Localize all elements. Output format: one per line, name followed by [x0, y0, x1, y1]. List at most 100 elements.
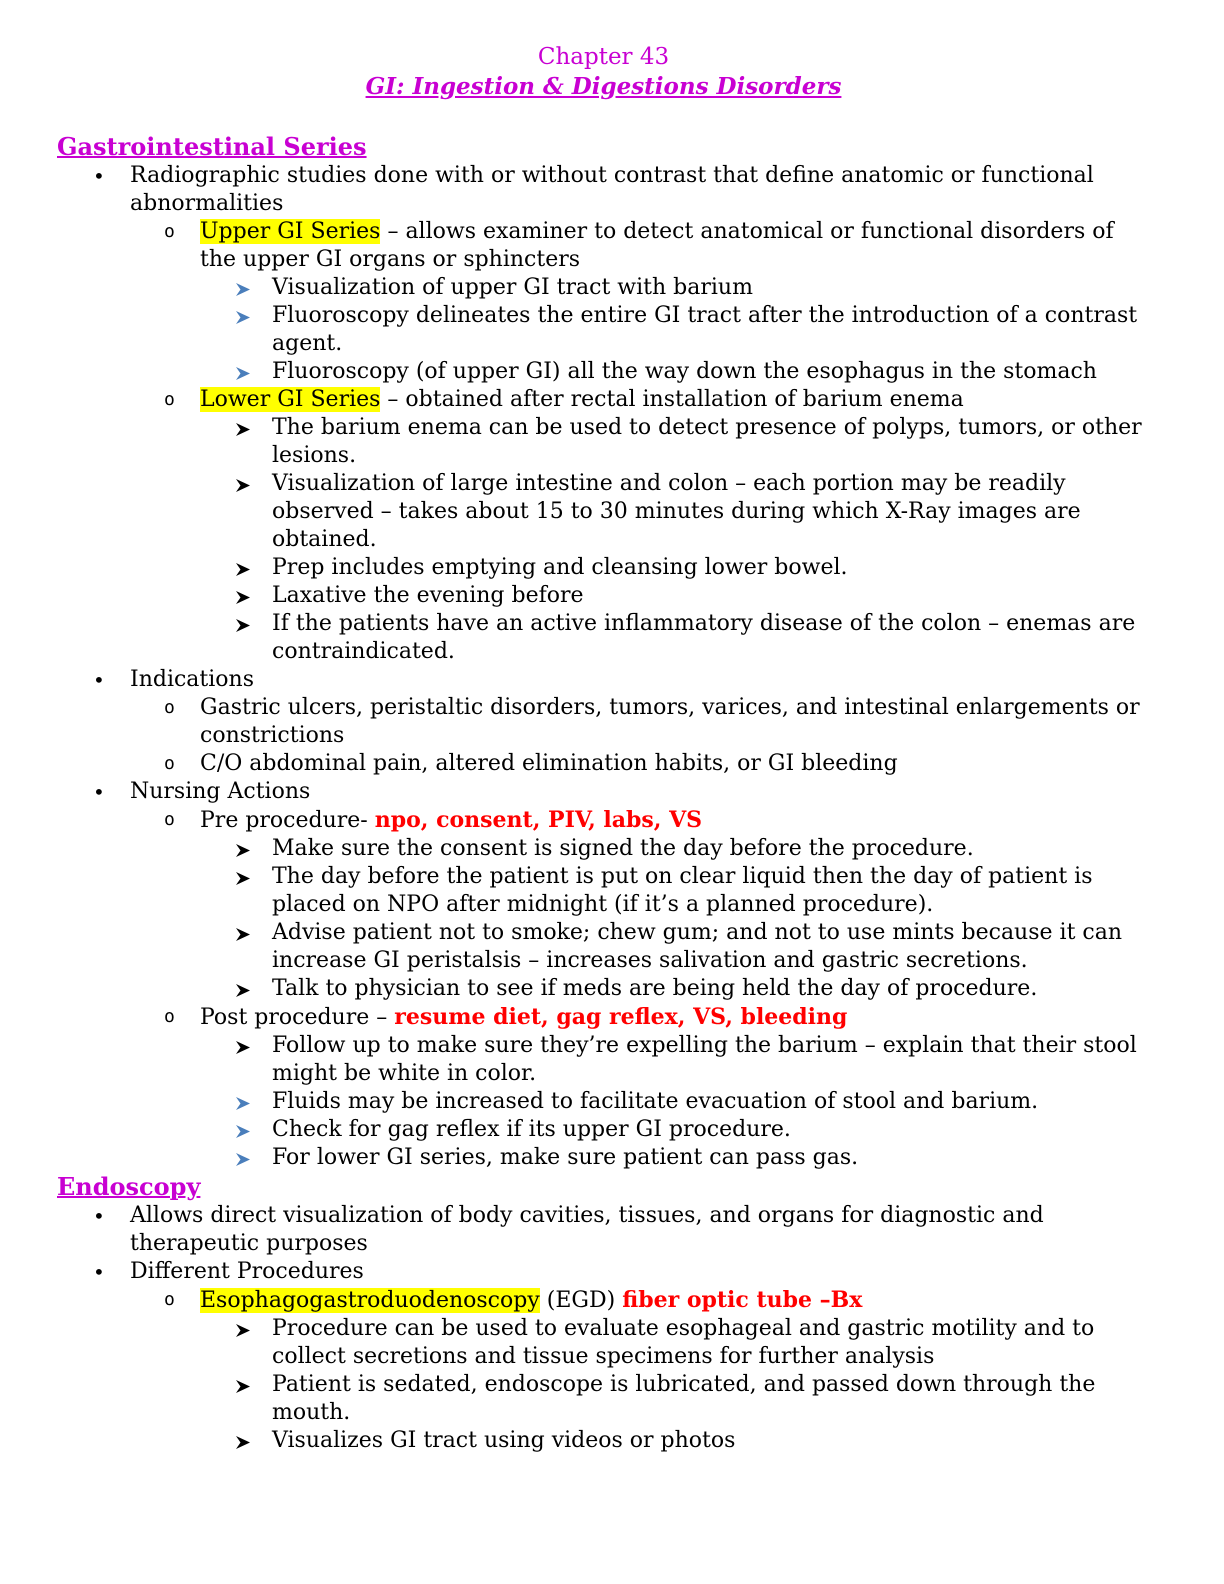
bullet-circle-icon: o [164, 809, 175, 830]
arrow-bullet-icon [235, 976, 251, 1004]
document-body: Gastrointestinal Series • Radiographic stu… [57, 132, 1150, 1455]
arrow-bullet-icon [235, 359, 251, 387]
text-run: – obtained after rectal installation of … [380, 387, 964, 412]
red-emphasis-text: npo, consent, PIV, labs, VS [374, 807, 703, 833]
arrow-bullet-icon [235, 611, 251, 639]
arrow-bullet-icon [235, 1428, 251, 1456]
list-item: Prep includes emptying and cleansing low… [57, 554, 1150, 582]
text-run: Gastric ulcers, peristaltic disorders, t… [200, 695, 1140, 748]
list-item: • Allows direct visualization of body cav… [57, 1202, 1150, 1258]
chapter-title: Chapter 43 [537, 44, 670, 70]
text-run: The day before the patient is put on cle… [272, 864, 1093, 917]
text-run: Allows direct visualization of body cavi… [130, 1203, 1044, 1256]
text-run: – allows examiner to detect anatomical o… [200, 219, 1114, 272]
list-item: Talk to physician to see if meds are bei… [57, 975, 1150, 1003]
bullet-disc-icon: • [93, 668, 105, 692]
arrow-bullet-icon [235, 1089, 251, 1117]
list-item: • Different Procedures [57, 1258, 1150, 1286]
text-run: If the patients have an active inflammat… [272, 611, 1136, 664]
highlighted-text: Lower GI Series [200, 387, 381, 412]
text-run: Fluids may be increased to facilitate ev… [272, 1089, 1039, 1114]
bullet-disc-icon: • [93, 780, 105, 804]
red-emphasis-text: fiber optic tube –Bx [622, 1287, 863, 1313]
text-run: Radiographic studies done with or withou… [130, 163, 1094, 216]
arrow-bullet-icon [235, 836, 251, 864]
list-item: Make sure the consent is signed the day … [57, 835, 1150, 863]
list-item: • Indications [57, 666, 1150, 694]
arrow-bullet-icon [235, 1316, 251, 1344]
text-run: Post procedure – [200, 1005, 395, 1030]
arrow-bullet-icon [235, 1117, 251, 1145]
bullet-circle-icon: o [164, 1006, 175, 1027]
text-run: Different Procedures [130, 1259, 364, 1284]
list-item: Patient is sedated, endoscope is lubrica… [57, 1371, 1150, 1427]
text-run: The barium enema can be used to detect p… [272, 415, 1142, 468]
bullet-circle-icon: o [164, 1289, 175, 1310]
bullet-disc-icon: • [93, 1260, 105, 1284]
section-heading: Gastrointestinal Series [57, 132, 367, 161]
list-item: Visualization of large intestine and col… [57, 470, 1150, 554]
bullet-circle-icon: o [164, 697, 175, 718]
text-run: Visualization of large intestine and col… [272, 471, 1081, 552]
arrow-bullet-icon [235, 583, 251, 611]
list-item: Fluoroscopy delineates the entire GI tra… [57, 302, 1150, 358]
text-run: Talk to physician to see if meds are bei… [272, 976, 1038, 1001]
list-item: • Radiographic studies done with or witho… [57, 162, 1150, 218]
text-run: Fluoroscopy delineates the entire GI tra… [272, 303, 1138, 356]
list-item: o Pre procedure- npo, consent, PIV, labs,… [57, 806, 1150, 835]
text-run: Laxative the evening before [272, 583, 584, 608]
bullet-disc-icon: • [93, 1204, 105, 1228]
list-item: Check for gag reflex if its upper GI pro… [57, 1116, 1150, 1144]
list-item: o C/O abdominal pain, altered elimination… [57, 750, 1150, 778]
arrow-bullet-icon [235, 1372, 251, 1400]
list-item: The barium enema can be used to detect p… [57, 414, 1150, 470]
text-run: C/O abdominal pain, altered elimination … [200, 751, 898, 776]
highlighted-text: Upper GI Series [200, 219, 381, 244]
document-title: GI: Ingestion & Digestions Disorders [365, 73, 842, 100]
list-item: Visualization of upper GI tract with bar… [57, 274, 1150, 302]
arrow-bullet-icon [235, 415, 251, 443]
list-item: Fluids may be increased to facilitate ev… [57, 1088, 1150, 1116]
arrow-bullet-icon [235, 303, 251, 331]
text-run: Visualizes GI tract using videos or phot… [272, 1428, 736, 1453]
text-run: Patient is sedated, endoscope is lubrica… [272, 1372, 1096, 1425]
text-run: Visualization of upper GI tract with bar… [272, 275, 753, 300]
bullet-circle-icon: o [164, 389, 175, 410]
list-item: • Nursing Actions [57, 778, 1150, 806]
list-item: Laxative the evening before [57, 582, 1150, 610]
list-item: Fluoroscopy (of upper GI) all the way do… [57, 358, 1150, 386]
list-item: Follow up to make sure they’re expelling… [57, 1032, 1150, 1088]
arrow-bullet-icon [235, 471, 251, 499]
text-run: Check for gag reflex if its upper GI pro… [272, 1117, 791, 1142]
list-item: o Gastric ulcers, peristaltic disorders, … [57, 694, 1150, 750]
bullet-disc-icon: • [93, 164, 105, 188]
text-run: Follow up to make sure they’re expelling… [272, 1033, 1137, 1086]
text-run: Advise patient not to smoke; chew gum; a… [272, 920, 1123, 973]
list-item: For lower GI series, make sure patient c… [57, 1144, 1150, 1172]
arrow-bullet-icon [235, 555, 251, 583]
list-item: o Upper GI Series – allows examiner to de… [57, 218, 1150, 274]
arrow-bullet-icon [235, 1145, 251, 1173]
arrow-bullet-icon [235, 1033, 251, 1061]
text-run: Pre procedure- [200, 808, 375, 833]
text-run: Make sure the consent is signed the day … [272, 836, 974, 861]
text-run: Prep includes emptying and cleansing low… [272, 555, 848, 580]
bullet-circle-icon: o [164, 753, 175, 774]
text-run: For lower GI series, make sure patient c… [272, 1145, 859, 1170]
text-run: Procedure can be used to evaluate esopha… [272, 1316, 1095, 1369]
text-run: Nursing Actions [130, 779, 311, 804]
list-item: Advise patient not to smoke; chew gum; a… [57, 919, 1150, 975]
list-item: Procedure can be used to evaluate esopha… [57, 1315, 1150, 1371]
text-run: (EGD) [539, 1288, 623, 1313]
bullet-circle-icon: o [164, 221, 175, 242]
list-item: o Lower GI Series – obtained after rectal… [57, 386, 1150, 414]
list-item: Visualizes GI tract using videos or phot… [57, 1427, 1150, 1455]
list-item: If the patients have an active inflammat… [57, 610, 1150, 666]
text-run: Indications [130, 667, 254, 692]
list-item: The day before the patient is put on cle… [57, 863, 1150, 919]
arrow-bullet-icon [235, 864, 251, 892]
arrow-bullet-icon [235, 920, 251, 948]
